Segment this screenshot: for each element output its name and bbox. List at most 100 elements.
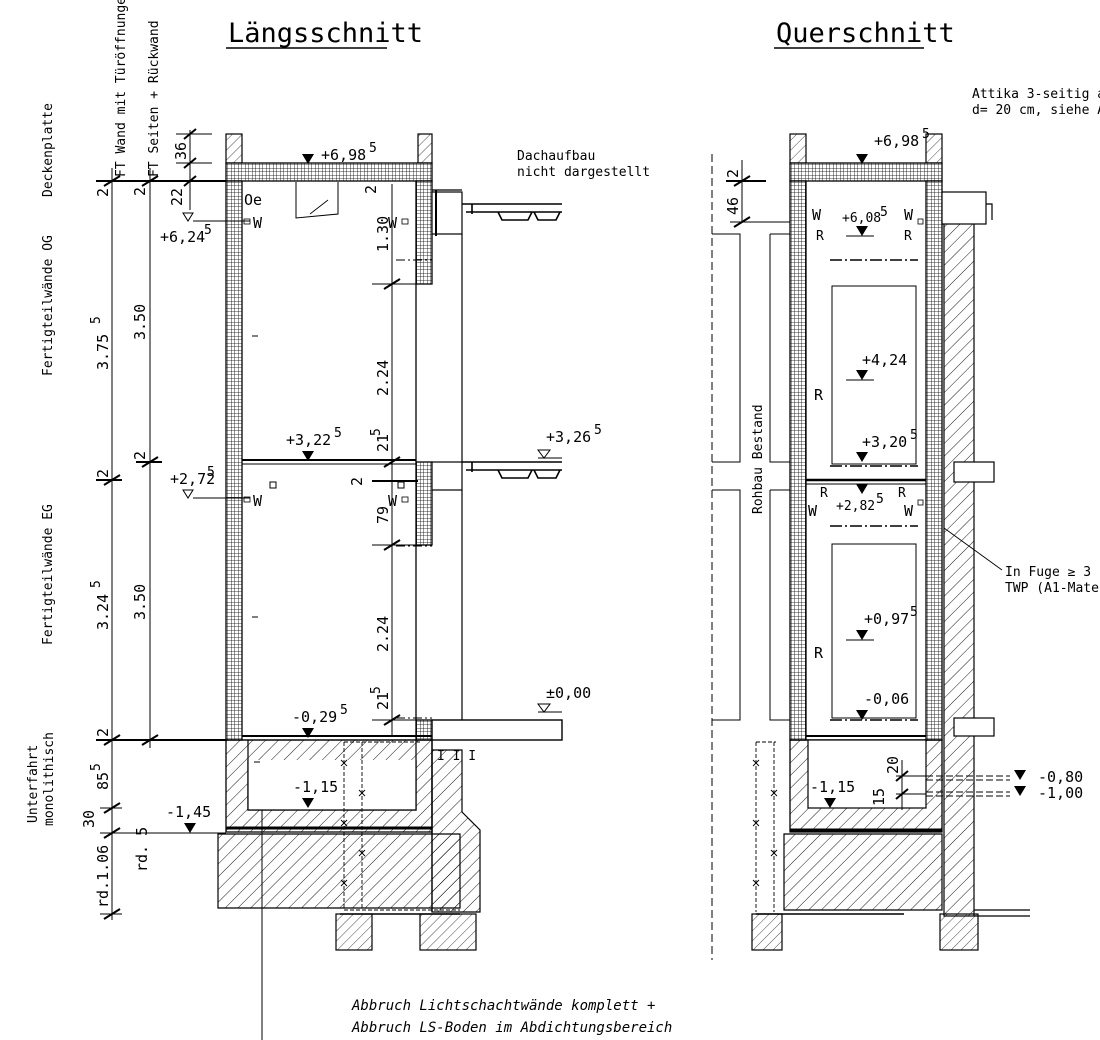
long-inner-dim-text: 2 1.30 2.24 21 5 2 79 2.24 21 5 — [348, 185, 392, 710]
svg-text:+4,24: +4,24 — [862, 351, 907, 369]
svg-text:-1,15: -1,15 — [810, 778, 855, 796]
dim-chain-inner — [136, 168, 162, 748]
svg-text:85: 85 — [94, 772, 112, 790]
svg-text:+3,20: +3,20 — [862, 433, 907, 451]
svg-text:5: 5 — [910, 428, 918, 443]
svg-text:-0,06: -0,06 — [864, 690, 909, 708]
label-monolithisch: monolithisch — [42, 732, 57, 826]
svg-text:R: R — [904, 229, 912, 244]
dim-roof-thickness — [176, 128, 212, 210]
svg-text:5: 5 — [594, 423, 602, 438]
svg-text:21: 21 — [374, 692, 392, 710]
svg-text:3.50: 3.50 — [131, 304, 149, 340]
svg-text:R: R — [820, 486, 828, 501]
cross-markers: W W R R R R R W W R — [808, 206, 924, 662]
svg-text:30: 30 — [80, 810, 98, 828]
svg-text:2.24: 2.24 — [374, 360, 392, 396]
svg-text:Dachaufbau: Dachaufbau — [517, 149, 595, 164]
dim-chain-inner-text: 2 3.50 2 3.50 22 — [131, 187, 186, 620]
svg-text:Abbruch Lichtschachtwände komp: Abbruch Lichtschachtwände komplett + — [351, 998, 655, 1014]
svg-text:2.24: 2.24 — [374, 616, 392, 652]
label-deckenplatte: Deckenplatte — [41, 103, 56, 197]
svg-text:5: 5 — [207, 465, 215, 480]
svg-text:-0,80: -0,80 — [1038, 768, 1083, 786]
svg-text:+6,98: +6,98 — [321, 146, 366, 164]
svg-text:5: 5 — [876, 492, 884, 507]
title-querschnitt: Querschnitt — [774, 18, 955, 49]
long-inner-dims — [372, 184, 418, 736]
svg-text:5: 5 — [369, 141, 377, 156]
svg-text:Querschnitt: Querschnitt — [776, 18, 955, 49]
svg-text:-1,15: -1,15 — [293, 778, 338, 796]
svg-text:+3,22: +3,22 — [286, 431, 331, 449]
side-labels: Deckenplatte Fertigteilwände OG Fertigte… — [26, 0, 162, 826]
svg-text:R: R — [814, 386, 824, 404]
svg-text:W: W — [388, 214, 398, 232]
svg-text:5: 5 — [922, 127, 930, 142]
label-unterfahrt: Unterfahrt — [26, 745, 41, 823]
svg-text:W: W — [388, 492, 398, 510]
svg-text:5: 5 — [89, 763, 104, 771]
svg-text:2: 2 — [348, 477, 366, 486]
svg-text:d= 20 cm, siehe Arch.: d= 20 cm, siehe Arch. — [972, 103, 1100, 118]
note-abbruch: Abbruch Lichtschachtwände komplett + Abb… — [351, 998, 672, 1036]
svg-text:5: 5 — [89, 580, 104, 588]
svg-text:3.50: 3.50 — [131, 584, 149, 620]
note-dachaufbau: Dachaufbau nicht dargestellt — [517, 149, 650, 180]
long-markers: Oe W W W W — [243, 191, 409, 510]
label-ft-wand: FT Wand mit Türöffnungen — [114, 0, 129, 177]
label-eg: Fertigteilwände EG — [41, 504, 56, 645]
svg-text:R: R — [898, 486, 906, 501]
svg-text:R: R — [814, 644, 824, 662]
svg-text:-0,29: -0,29 — [292, 708, 337, 726]
svg-text:Attika 3-seitig aus P: Attika 3-seitig aus P — [972, 87, 1100, 102]
svg-text:2: 2 — [131, 451, 149, 460]
svg-text:5: 5 — [334, 426, 342, 441]
svg-text:3.75: 3.75 — [94, 334, 112, 370]
svg-text:-1,00: -1,00 — [1038, 784, 1083, 802]
svg-text:In Fuge ≥ 3 cm z: In Fuge ≥ 3 cm z — [1005, 565, 1100, 580]
svg-text:+2,82: +2,82 — [836, 499, 875, 514]
svg-text:5: 5 — [369, 428, 384, 436]
tie-marks: I I I — [437, 749, 476, 764]
svg-text:21: 21 — [374, 434, 392, 452]
svg-text:5: 5 — [880, 205, 888, 220]
svg-text:+6,08: +6,08 — [842, 211, 881, 226]
svg-text:+0,97: +0,97 — [864, 610, 909, 628]
svg-text:2: 2 — [94, 728, 112, 737]
dim-36: 36 — [172, 142, 190, 160]
svg-text:2: 2 — [724, 169, 742, 178]
cross-dims — [726, 160, 926, 810]
svg-text:46: 46 — [724, 197, 742, 215]
svg-text:-1,45: -1,45 — [166, 803, 211, 821]
svg-text:Oe: Oe — [244, 191, 262, 209]
svg-text:1.30: 1.30 — [374, 216, 392, 252]
svg-text:Längsschnitt: Längsschnitt — [228, 18, 423, 49]
svg-text:W: W — [812, 206, 822, 224]
dim-chain-outer-text: 2 3.75 5 2 3.24 5 2 85 5 30 rd. 5 rd.1.0… — [80, 188, 151, 908]
svg-text:22: 22 — [168, 188, 186, 206]
svg-text:W: W — [904, 502, 914, 520]
svg-text:W: W — [253, 214, 263, 232]
svg-text:5: 5 — [910, 605, 918, 620]
title-laengsschnitt: Längsschnitt — [226, 18, 423, 49]
label-og: Fertigteilwände OG — [41, 235, 56, 376]
note-fuge: In Fuge ≥ 3 cm z TWP (A1-Materi — [1005, 565, 1100, 596]
svg-text:5: 5 — [369, 686, 384, 694]
svg-text:2: 2 — [362, 185, 380, 194]
svg-text:W: W — [904, 206, 914, 224]
svg-text:W: W — [253, 492, 263, 510]
cross-dim-text: 46 2 20 15 Rohbau Bestand — [724, 169, 902, 806]
label-rohbau-bestand: Rohbau Bestand — [751, 404, 766, 514]
cross-section — [711, 133, 1030, 960]
svg-text:+6,98: +6,98 — [874, 132, 919, 150]
svg-text:R: R — [816, 229, 824, 244]
svg-text:+6,24: +6,24 — [160, 228, 205, 246]
svg-text:+2,72: +2,72 — [170, 470, 215, 488]
svg-text:5: 5 — [340, 703, 348, 718]
svg-text:5: 5 — [89, 316, 104, 324]
long-section: I I I — [217, 133, 563, 1040]
